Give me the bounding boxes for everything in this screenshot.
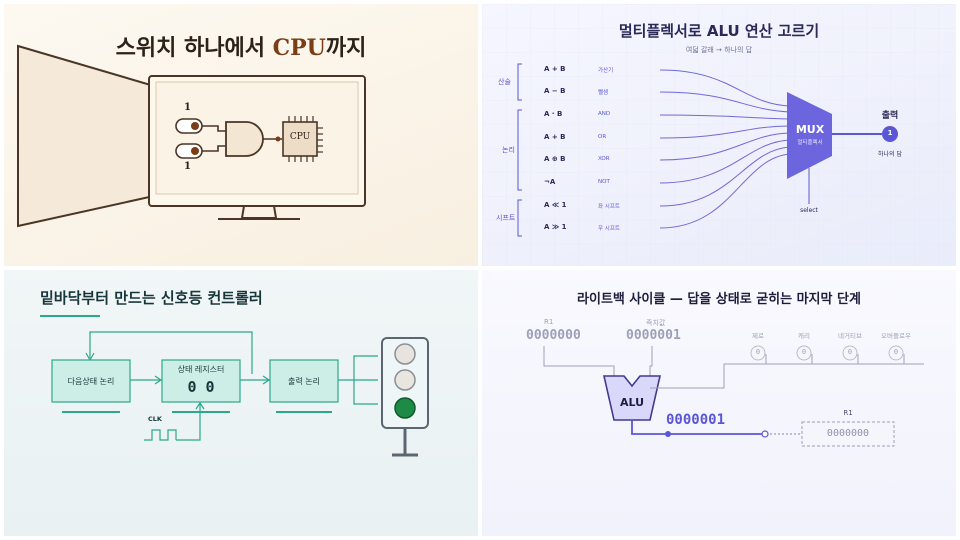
op-name: XOR xyxy=(598,156,610,162)
bracket-arith xyxy=(517,63,522,101)
op-expr: A ⊕ B xyxy=(544,155,566,163)
flag-overflow-label: 오버플로우 xyxy=(881,332,911,340)
op-name: NOT xyxy=(598,179,610,185)
mux-input-lines xyxy=(659,69,791,229)
door-panel xyxy=(17,44,155,228)
group-logic: 논리 xyxy=(502,146,515,154)
mux-diagram xyxy=(482,4,956,266)
traffic-light xyxy=(381,337,429,457)
flag-negative-circle xyxy=(842,345,858,361)
title-cpu-highlight: CPU xyxy=(272,35,326,61)
wire-imm-alu xyxy=(649,346,653,376)
op-expr: A · B xyxy=(544,110,563,118)
op-expr: A + B xyxy=(544,65,566,73)
panel3-title: 밑바닥부터 만드는 신호등 컨트롤러 xyxy=(40,289,263,307)
dest-register-label: R1 xyxy=(843,409,853,417)
panel-writeback: 라이트백 사이클 — 답을 상태로 굳히는 마지막 단계 R1 0000000 … xyxy=(482,270,956,536)
next-state-label: 다음상태 논리 xyxy=(67,377,115,386)
op-expr: A ≪ 1 xyxy=(544,201,567,209)
panel-switch-to-cpu: 스위치 하나에서 CPU까지 1 1 CPU xyxy=(4,4,478,266)
panel4-title: 라이트백 사이클 — 답을 상태로 굳히는 마지막 단계 xyxy=(577,292,861,307)
op-expr: A + B xyxy=(544,133,566,141)
output-caption: 하나의 답 xyxy=(878,151,902,158)
flag-overflow-value: 0 xyxy=(893,348,899,356)
panel-traffic-controller: 밑바닥부터 만드는 신호등 컨트롤러 다음상태 논리 상태 레지스터 0 0 출… xyxy=(4,270,478,536)
clock-signal xyxy=(144,429,177,441)
mux-label: MUX xyxy=(795,123,825,136)
output-title: 출력 xyxy=(881,111,899,121)
reg-r1-label: R1 xyxy=(544,318,554,326)
next-state-box xyxy=(51,359,131,403)
op-name: OR xyxy=(598,134,607,140)
panel2-title: 멀티플렉서로 ALU 연산 고르기 xyxy=(618,22,820,40)
clk-label: CLK xyxy=(148,415,162,423)
group-shift: 시프트 xyxy=(496,214,516,222)
controller-diagram xyxy=(40,315,429,457)
feedback-wire xyxy=(89,331,253,374)
op-expr: A ≫ 1 xyxy=(544,223,567,231)
flag-negative-label: 네거티브 xyxy=(838,332,862,340)
flag-zero-value: 0 xyxy=(755,348,761,356)
output-logic-box xyxy=(269,359,339,403)
bracket-shift xyxy=(517,199,522,237)
flag-zero-circle xyxy=(750,345,766,361)
select-label: select xyxy=(800,207,818,214)
switch-top-knob xyxy=(191,122,199,130)
cpu-label: CPU xyxy=(289,132,311,142)
flag-carry-value: 0 xyxy=(801,348,807,356)
output-value: 1 xyxy=(887,129,893,137)
op-name: 뺄셈 xyxy=(598,90,609,96)
op-name: 좌 시프트 xyxy=(598,204,620,210)
op-expr: ¬A xyxy=(544,178,556,186)
state-register-label: 상태 레지스터 xyxy=(177,365,225,374)
group-arith: 산술 xyxy=(498,78,511,86)
flag-zero-label: 제로 xyxy=(752,332,764,340)
lamp-yellow xyxy=(394,369,416,391)
dest-register-value: 0000000 xyxy=(826,428,870,439)
reg-imm-label: 즉치값 xyxy=(646,319,666,327)
monitor-illustration xyxy=(17,44,366,228)
bracket-logic xyxy=(517,109,522,191)
mux-block xyxy=(787,92,832,179)
wire-r1-alu xyxy=(543,346,615,376)
flag-negative-value: 0 xyxy=(847,348,853,356)
input-top-value: 1 xyxy=(184,102,191,113)
monitor-stand xyxy=(240,205,278,219)
state-register-box xyxy=(161,359,241,403)
switch-bottom-knob xyxy=(191,147,199,155)
dest-register-box xyxy=(801,421,895,447)
reg-imm-value: 0000001 xyxy=(626,328,681,343)
panel-alu-mux: 멀티플렉서로 ALU 연산 고르기 여덟 갈래 → 하나의 답 산술 논리 시프… xyxy=(482,4,956,266)
state-register-value: 0 0 xyxy=(187,378,215,396)
op-name: AND xyxy=(598,111,611,117)
input-bottom-value: 1 xyxy=(184,161,191,172)
op-name: 우 시프트 xyxy=(598,226,620,232)
flag-overflow-circle xyxy=(888,345,904,361)
alu-label: ALU xyxy=(619,396,645,409)
writeback-diagram xyxy=(543,345,924,447)
panel2-subtitle: 여덟 갈래 → 하나의 답 xyxy=(685,46,753,54)
result-value: 0000001 xyxy=(666,412,726,428)
output-logic-label: 출력 논리 xyxy=(288,377,320,386)
cpu-chip xyxy=(282,116,323,162)
lamp-green xyxy=(394,397,416,419)
op-name: 가산기 xyxy=(598,68,614,74)
title-prefix: 스위치 하나에서 xyxy=(115,36,273,61)
wire-flags xyxy=(650,363,924,389)
lamp-red xyxy=(394,343,416,365)
output-dot xyxy=(882,126,898,142)
reg-r1-value: 0000000 xyxy=(526,328,581,343)
alu-block xyxy=(602,375,662,421)
and-gate xyxy=(225,121,264,157)
title-suffix: 까지 xyxy=(325,36,367,61)
op-expr: A − B xyxy=(544,87,566,95)
flag-carry-circle xyxy=(796,345,812,361)
flag-carry-label: 캐리 xyxy=(798,332,810,340)
mux-sublabel: 멀티플렉서 xyxy=(797,140,823,146)
result-wire xyxy=(631,420,766,435)
panel1-title: 스위치 하나에서 CPU까지 xyxy=(4,30,478,62)
